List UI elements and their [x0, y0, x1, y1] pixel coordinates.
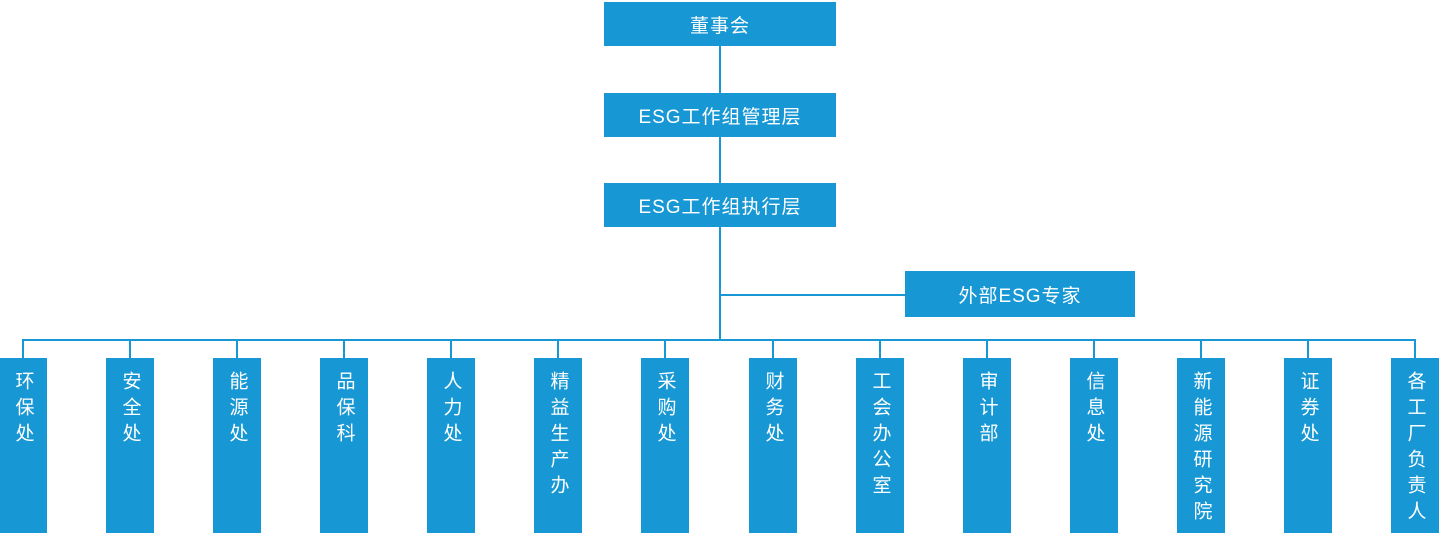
- node-department: 财务处: [749, 358, 797, 533]
- node-department-label: 能源处: [226, 371, 248, 449]
- node-department-label: 采购处: [654, 371, 676, 449]
- node-esg-execution: ESG工作组执行层: [604, 183, 836, 227]
- node-board-label: 董事会: [689, 15, 750, 37]
- node-department: 采购处: [641, 358, 689, 533]
- node-department-label: 各工厂负责人: [1404, 371, 1426, 527]
- connector-department-stub: [129, 341, 131, 358]
- node-department-label: 人力处: [440, 371, 462, 449]
- connector-department-stub: [772, 341, 774, 358]
- node-department-label: 审计部: [976, 371, 998, 449]
- connector-board-to-management: [719, 46, 721, 93]
- node-department-label: 环保处: [12, 371, 34, 449]
- connector-department-stub: [1307, 341, 1309, 358]
- connector-department-stub: [450, 341, 452, 358]
- node-department: 证券处: [1284, 358, 1332, 533]
- node-department: 工会办公室: [856, 358, 904, 533]
- connector-main-horizontal: [22, 339, 1416, 341]
- connector-department-stub: [879, 341, 881, 358]
- node-department: 新能源研究院: [1177, 358, 1225, 533]
- node-department: 精益生产办: [534, 358, 582, 533]
- connector-department-stub: [1200, 341, 1202, 358]
- node-department-label: 安全处: [119, 371, 141, 449]
- connector-department-stub: [664, 341, 666, 358]
- node-esg-management: ESG工作组管理层: [604, 93, 836, 137]
- node-external-esg-expert: 外部ESG专家: [905, 271, 1135, 317]
- connector-to-external-expert: [720, 294, 906, 296]
- connector-department-stub: [236, 341, 238, 358]
- node-department-label: 工会办公室: [869, 371, 891, 501]
- node-department: 人力处: [427, 358, 475, 533]
- connector-management-to-execution: [719, 137, 721, 183]
- connector-department-stub: [986, 341, 988, 358]
- node-department-label: 新能源研究院: [1190, 371, 1212, 527]
- node-department: 品保科: [320, 358, 368, 533]
- node-department: 环保处: [0, 358, 47, 533]
- node-department: 能源处: [213, 358, 261, 533]
- connector-department-stub: [343, 341, 345, 358]
- node-department-label: 财务处: [762, 371, 784, 449]
- node-department-label: 证券处: [1297, 371, 1319, 449]
- node-esg-management-label: ESG工作组管理层: [638, 106, 802, 128]
- node-board: 董事会: [604, 2, 836, 46]
- connector-department-stub: [1414, 341, 1416, 358]
- node-department-label: 精益生产办: [547, 371, 569, 501]
- connector-department-stub: [557, 341, 559, 358]
- node-department: 信息处: [1070, 358, 1118, 533]
- node-department: 安全处: [106, 358, 154, 533]
- node-esg-execution-label: ESG工作组执行层: [638, 196, 802, 218]
- node-department: 审计部: [963, 358, 1011, 533]
- connector-department-stub: [1093, 341, 1095, 358]
- node-department-label: 信息处: [1083, 371, 1105, 449]
- node-department: 各工厂负责人: [1391, 358, 1439, 533]
- connector-department-stub: [22, 341, 24, 358]
- node-external-esg-expert-label: 外部ESG专家: [958, 285, 1082, 307]
- node-department-label: 品保科: [333, 371, 355, 449]
- connector-execution-to-trunk: [719, 227, 721, 340]
